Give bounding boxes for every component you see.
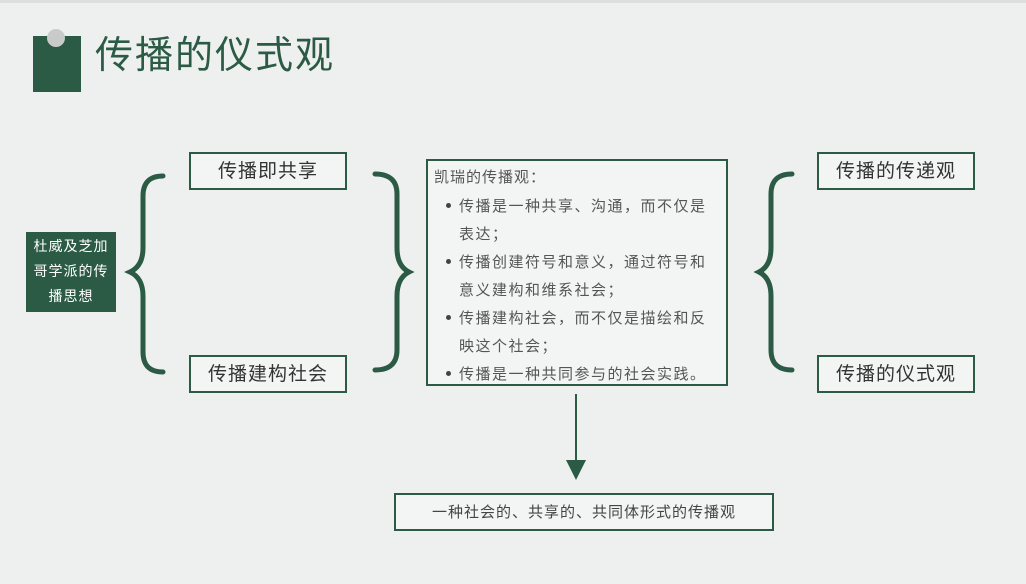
ritual-view-box: 传播的仪式观	[817, 355, 975, 393]
sharing-concept-box: 传播即共享	[189, 152, 347, 190]
left-close-brace	[372, 171, 415, 373]
construct-society-box: 传播建构社会	[189, 355, 347, 393]
carey-view-list: 传播是一种共享、沟通，而不仅是表达； 传播创建符号和意义，通过符号和意义建构和维…	[434, 192, 718, 388]
carey-view-item: 传播是一种共享、沟通，而不仅是表达；	[434, 192, 718, 248]
carey-view-item: 传播是一种共同参与的社会实践。	[434, 360, 718, 388]
top-divider	[0, 0, 1026, 3]
transmission-view-box: 传播的传递观	[817, 152, 975, 190]
carey-view-heading: 凯瑞的传播观：	[434, 168, 547, 186]
carey-view-box: 凯瑞的传播观： 传播是一种共享、沟通，而不仅是表达； 传播创建符号和意义，通过符…	[426, 159, 728, 386]
title-accent-dot	[47, 29, 65, 47]
carey-view-item: 传播建构社会，而不仅是描绘和反映这个社会；	[434, 304, 718, 360]
carey-view-item: 传播创建符号和意义，通过符号和意义建构和维系社会；	[434, 248, 718, 304]
source-thought-box: 杜威及芝加哥学派的传播思想	[26, 232, 116, 312]
right-open-brace	[753, 171, 795, 373]
left-open-brace	[124, 173, 166, 375]
page-title: 传播的仪式观	[95, 33, 336, 77]
conclusion-box: 一种社会的、共享的、共同体形式的传播观	[394, 493, 774, 531]
